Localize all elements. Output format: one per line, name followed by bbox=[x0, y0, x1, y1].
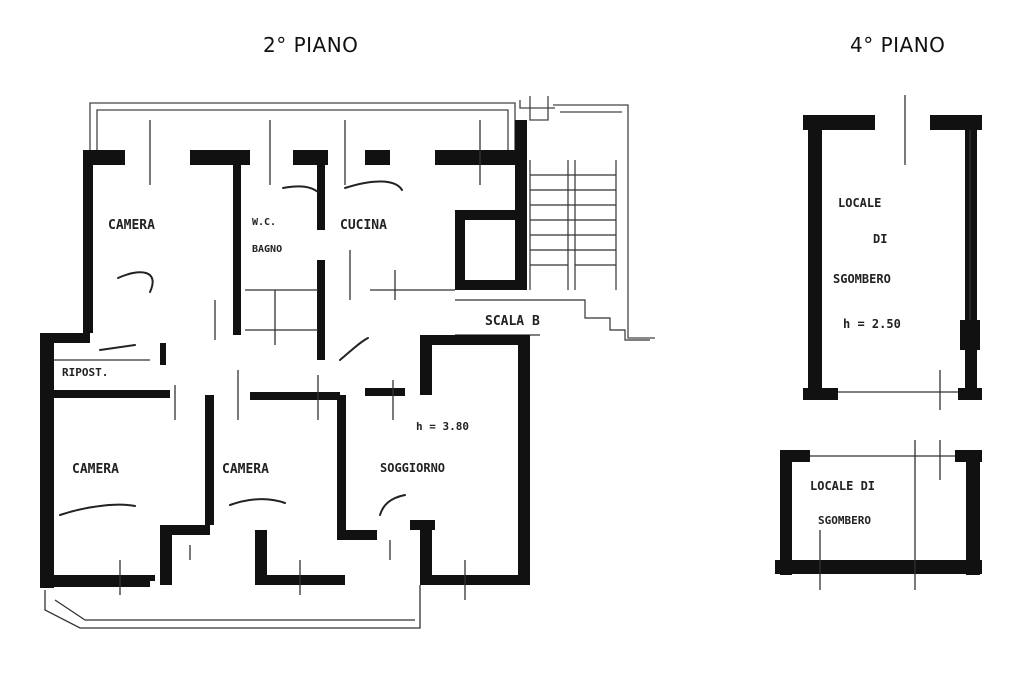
label-ripost: RIPOST. bbox=[62, 366, 108, 379]
label-scala-b: SCALA B bbox=[485, 314, 540, 329]
label-locale-lower-1: LOCALE DI bbox=[810, 479, 875, 493]
label-soggiorno: SOGGIORNO bbox=[380, 461, 445, 475]
label-bagno: BAGNO bbox=[252, 244, 282, 255]
label-height-floor2: h = 3.80 bbox=[416, 420, 469, 433]
label-camera-mid: CAMERA bbox=[222, 462, 269, 477]
label-wc: W.C. bbox=[252, 217, 276, 228]
label-locale-lower-2: SGOMBERO bbox=[818, 514, 871, 527]
floor2-labels: CAMERA W.C. BAGNO CUCINA SCALA B RIPOST.… bbox=[62, 217, 540, 477]
balcony-top bbox=[89, 96, 655, 339]
floor2-door-swings bbox=[59, 180, 406, 516]
floor2-plan: CAMERA W.C. BAGNO CUCINA SCALA B RIPOST.… bbox=[40, 96, 655, 629]
floor2-title: 2° PIANO bbox=[263, 33, 359, 57]
floor4-title: 4° PIANO bbox=[850, 33, 946, 57]
label-cucina: CUCINA bbox=[340, 218, 387, 233]
label-camera-nw: CAMERA bbox=[108, 218, 155, 233]
label-locale-upper-3: SGOMBERO bbox=[833, 272, 891, 286]
label-locale-upper-1: LOCALE bbox=[838, 196, 881, 210]
floor2-walls bbox=[40, 120, 530, 588]
floor4-thin-lines bbox=[810, 95, 971, 590]
label-camera-sw: CAMERA bbox=[72, 462, 119, 477]
floor4-plan: LOCALE DI SGOMBERO h = 2.50 LOCALE DI SG… bbox=[775, 95, 982, 590]
floor2-thin-lines bbox=[44, 120, 481, 629]
floor4-walls bbox=[775, 115, 982, 575]
label-locale-upper-height: h = 2.50 bbox=[843, 317, 901, 331]
label-locale-upper-2: DI bbox=[873, 232, 887, 246]
floor4-labels: LOCALE DI SGOMBERO h = 2.50 LOCALE DI SG… bbox=[810, 196, 901, 527]
staircase bbox=[455, 160, 650, 341]
